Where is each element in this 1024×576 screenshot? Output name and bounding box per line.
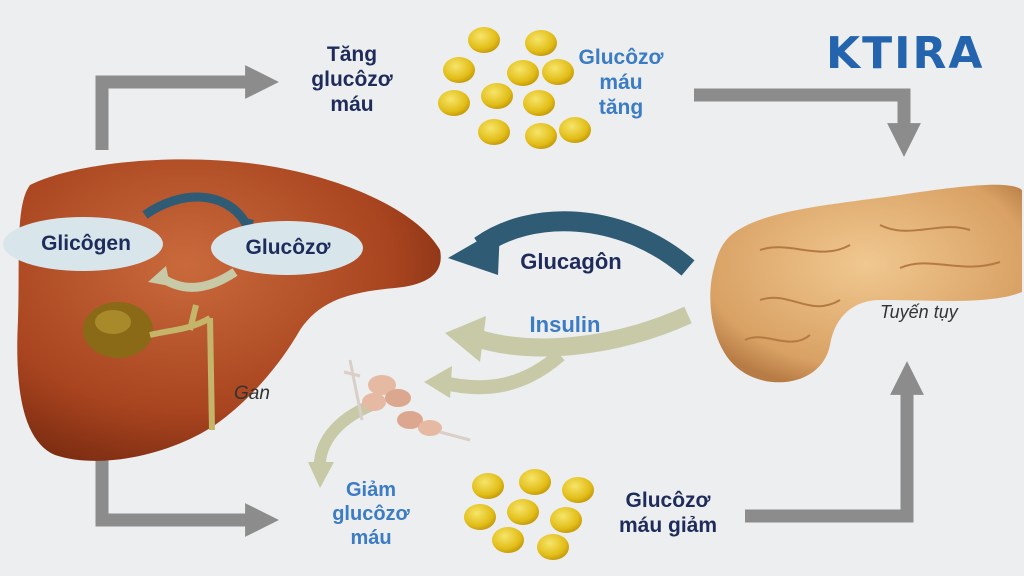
label-glucose-low: Glucôzơ máu giảm — [618, 489, 718, 538]
label-pancreas: Tuyến tụy — [880, 302, 958, 322]
arrow-glycogen-to-glucose — [142, 192, 249, 225]
label-liver: Gan — [234, 383, 270, 404]
glucagon-arrow — [474, 211, 695, 276]
arrow-liver-to-top — [95, 65, 279, 150]
label-decrease-blood-glucose: Giảm glucôzơ máu — [332, 479, 410, 549]
glycogen-bubble — [3, 217, 163, 271]
insulin-arrow — [473, 306, 692, 357]
label-glucose-high: Glucôzơ máu tăng — [578, 46, 664, 120]
arrow-top-to-pancreas — [694, 88, 921, 157]
label-insulin: Insulin — [529, 312, 601, 337]
brand-logo: KTIRA — [826, 28, 985, 79]
muscle-tissue-illustration — [343, 359, 471, 442]
arrow-pancreas-from-bottom — [745, 361, 924, 523]
arrow-liver-to-bottom — [95, 448, 279, 537]
label-increase-blood-glucose: Tăng glucôzơ máu — [311, 43, 393, 117]
muscle-to-decrease-arrow — [313, 399, 375, 471]
glucose-bubble — [211, 221, 363, 275]
label-glucagon: Glucagôn — [520, 249, 622, 274]
glucose-particles-high — [438, 27, 591, 149]
label-glycogen: Glicôgen — [41, 232, 131, 255]
glucose-particles-low — [464, 469, 594, 560]
pancreas-illustration — [710, 184, 1022, 383]
label-glucose-liver: Glucôzơ — [245, 236, 331, 259]
insulin-to-muscle-arrow — [438, 349, 565, 395]
